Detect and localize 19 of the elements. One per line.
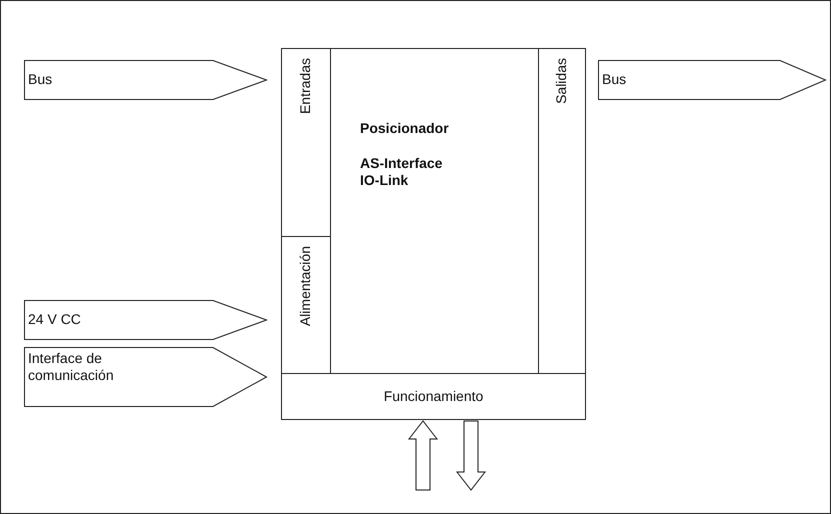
signal-arrow-box <box>24 347 267 407</box>
signal-arrow-box <box>24 300 267 340</box>
section-label: Alimentación <box>297 246 314 326</box>
protocol-label: IO-Link <box>360 172 408 189</box>
signal-arrow-box <box>24 60 267 100</box>
section-cell <box>281 48 331 237</box>
section-label: Entradas <box>297 58 314 114</box>
signal-label: 24 V CC <box>28 311 82 328</box>
signal-arrow-box <box>598 60 826 100</box>
signal-label: Interface de comunicación <box>28 350 115 384</box>
block-arrow <box>408 420 438 490</box>
protocol-label: AS-Interface <box>360 155 442 172</box>
signal-label: Bus <box>602 71 628 88</box>
block-title: Posicionador <box>360 120 449 137</box>
signal-label: Bus <box>28 71 54 88</box>
block-arrow <box>456 420 486 491</box>
section-label: Funcionamiento <box>382 388 484 405</box>
section-label: Salidas <box>553 58 570 104</box>
positioner-block <box>281 48 586 420</box>
